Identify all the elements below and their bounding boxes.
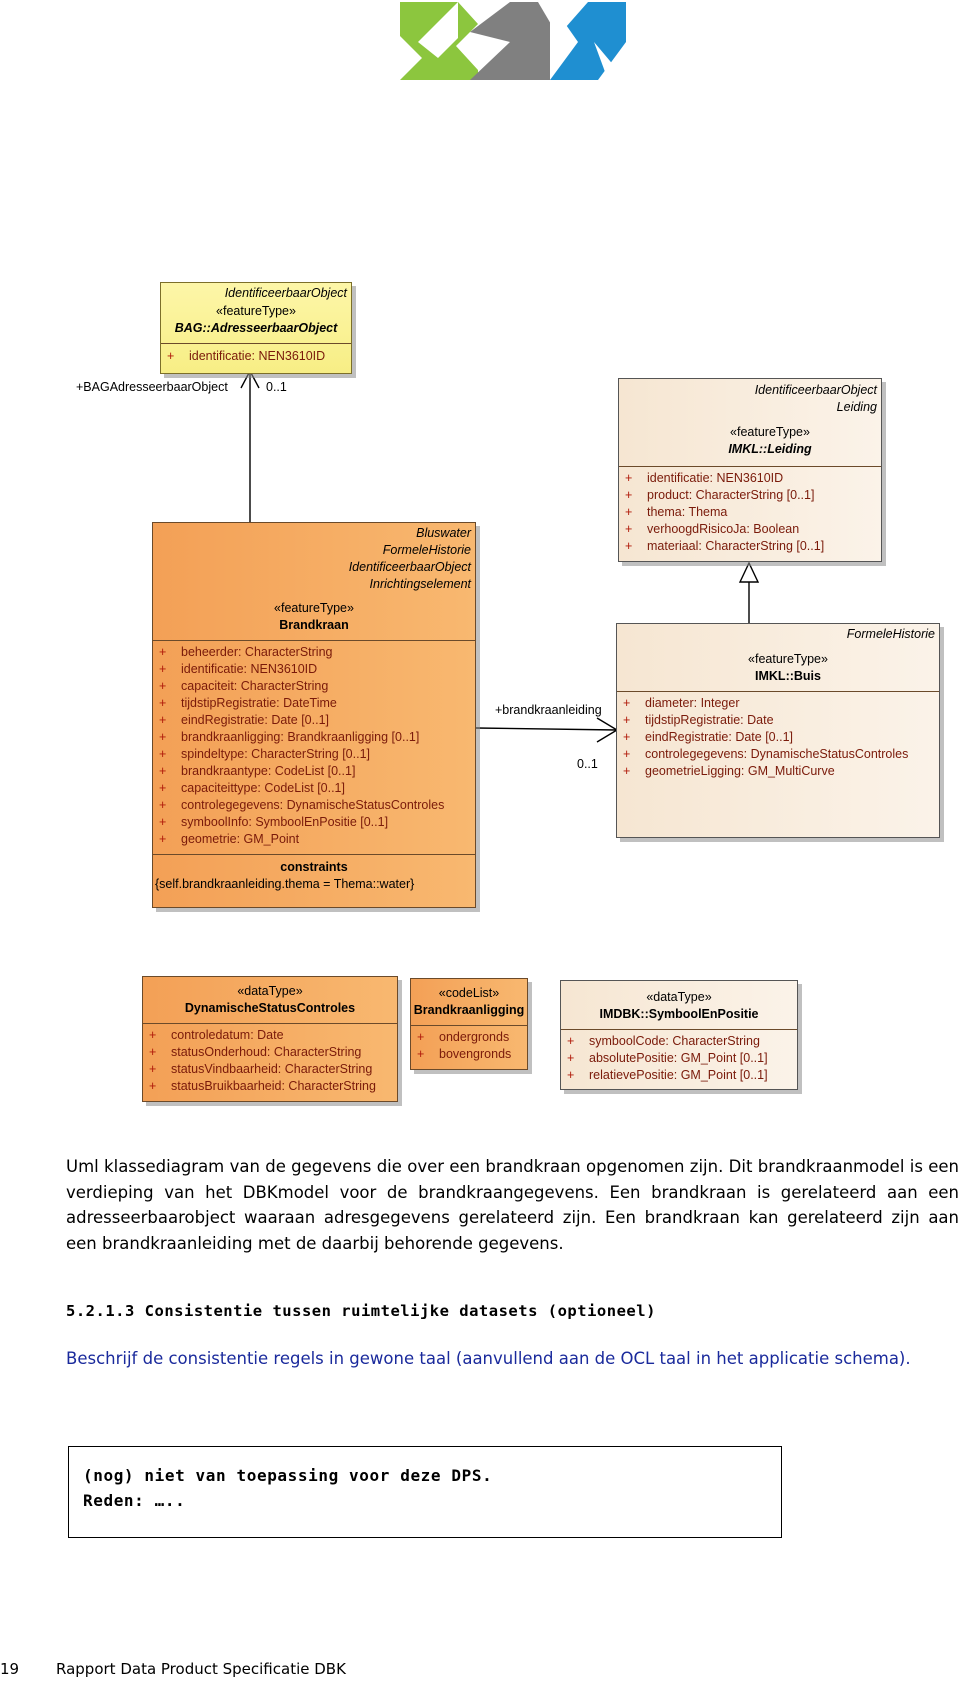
footer-page-number: 19: [0, 1660, 20, 1678]
attribute: +beheerder: CharacterString: [159, 645, 333, 659]
attribute: +absolutePositie: GM_Point [0..1]: [567, 1051, 768, 1065]
note-box: (nog) niet van toepassing voor deze DPS.…: [68, 1446, 782, 1538]
assoc-mult-adresseerbaar: 0..1: [266, 380, 287, 394]
constraints-title: constraints: [280, 860, 348, 874]
assoc-mult-brandkraanleiding: 0..1: [577, 757, 598, 771]
attribute: +tijdstipRegistratie: Date: [623, 713, 774, 727]
class-superclass: IdentificeerbaarObject: [348, 560, 471, 574]
class-superclass: IdentificeerbaarObject: [224, 286, 347, 300]
attribute: +spindeltype: CharacterString [0..1]: [159, 747, 370, 761]
attribute: +identificatie: NEN3610ID: [625, 471, 784, 485]
attribute: +controlegegevens: DynamischeStatusContr…: [623, 747, 909, 761]
class-brandkraan[interactable]: Bluswater FormeleHistorie Identificeerba…: [152, 522, 476, 908]
class-superclass: Bluswater: [416, 526, 471, 540]
attribute: +geometrie: GM_Point: [159, 832, 300, 846]
class-dynamischestatuscontroles[interactable]: «dataType» DynamischeStatusControles +co…: [142, 976, 398, 1102]
note-line-1: (nog) niet van toepassing voor deze DPS.: [83, 1466, 493, 1485]
class-superclass: Leiding: [836, 400, 877, 414]
class-leiding[interactable]: IdentificeerbaarObject Leiding «featureT…: [618, 378, 882, 562]
assoc-line-leiding: [475, 727, 618, 731]
class-name: Brandkraanligging: [413, 1003, 525, 1017]
attribute: +product: CharacterString [0..1]: [625, 488, 815, 502]
class-name: Brandkraan: [279, 618, 349, 632]
note-line-2: Reden: …..: [83, 1491, 186, 1510]
attribute: +verhoogdRisicoJa: Boolean: [625, 522, 800, 536]
assoc-role-brandkraanleiding: +brandkraanleiding: [495, 703, 602, 717]
class-name: BAG::AdresseerbaarObject: [174, 321, 338, 335]
attribute: +ondergronds: [417, 1030, 510, 1044]
class-brandkraanligging[interactable]: «codeList» Brandkraanligging +ondergrond…: [410, 978, 528, 1070]
class-stereotype: «featureType»: [216, 304, 296, 318]
attribute: +geometrieLigging: GM_MultiCurve: [623, 764, 835, 778]
constraint: {self.brandkraanleiding.thema = Thema::w…: [155, 877, 415, 891]
class-superclass: IdentificeerbaarObject: [754, 383, 877, 397]
footer-title: Rapport Data Product Specificatie DBK: [56, 1660, 346, 1678]
attribute: +relatievePositie: GM_Point [0..1]: [567, 1068, 768, 1082]
attribute: +eindRegistratie: Date [0..1]: [159, 713, 329, 727]
attribute: +diameter: Integer: [623, 696, 740, 710]
assoc-role-adresseerbaar: +BAGAdresseerbaarObject: [76, 380, 228, 394]
instruction-text: Beschrijf de consistentie regels in gewo…: [66, 1349, 911, 1368]
class-buis[interactable]: FormeleHistorie «featureType» IMKL::Buis…: [616, 623, 940, 838]
attribute: +identificatie: NEN3610ID: [167, 349, 326, 363]
attribute: +bovengronds: [417, 1047, 512, 1061]
attribute: +statusBruikbaarheid: CharacterString: [149, 1079, 376, 1093]
class-stereotype: «featureType»: [730, 425, 810, 439]
attribute: +symboolInfo: SymboolEnPositie [0..1]: [159, 815, 389, 829]
class-stereotype: «dataType»: [237, 984, 303, 998]
class-stereotype: «featureType»: [748, 652, 828, 666]
class-symboolenpositie[interactable]: «dataType» IMDBK::SymboolEnPositie +symb…: [560, 980, 798, 1090]
class-stereotype: «featureType»: [274, 601, 354, 615]
class-superclass: Inrichtingselement: [369, 577, 471, 591]
attribute: +brandkraantype: CodeList [0..1]: [159, 764, 356, 778]
attribute: +thema: Thema: [625, 505, 728, 519]
attribute: +statusVindbaarheid: CharacterString: [149, 1062, 373, 1076]
generalization-triangle: [738, 561, 760, 583]
attribute: +controlegegevens: DynamischeStatusContr…: [159, 798, 445, 812]
logo: [400, 2, 626, 80]
class-superclass: FormeleHistorie: [382, 543, 471, 557]
class-name: IMKL::Leiding: [728, 442, 812, 456]
attribute: +brandkraanligging: Brandkraanligging [0…: [159, 730, 420, 744]
attribute: +controledatum: Date: [149, 1028, 284, 1042]
attribute: +tijdstipRegistratie: DateTime: [159, 696, 337, 710]
attribute: +statusOnderhoud: CharacterString: [149, 1045, 362, 1059]
class-name: IMKL::Buis: [755, 669, 821, 683]
section-heading: 5.2.1.3 Consistentie tussen ruimtelijke …: [66, 1302, 656, 1320]
attribute: +materiaal: CharacterString [0..1]: [625, 539, 825, 553]
class-stereotype: «dataType»: [646, 990, 712, 1004]
class-superclass: FormeleHistorie: [846, 627, 935, 641]
attribute: +capaciteit: CharacterString: [159, 679, 329, 693]
attribute: +capaciteittype: CodeList [0..1]: [159, 781, 345, 795]
class-stereotype: «codeList»: [438, 986, 500, 1000]
class-adresseerbaarobject[interactable]: IdentificeerbaarObject «featureType» BAG…: [160, 282, 352, 374]
attribute: +eindRegistratie: Date [0..1]: [623, 730, 793, 744]
diagram-caption: Uml klassediagram van de gegevens die ov…: [66, 1157, 959, 1253]
attribute: +symboolCode: CharacterString: [567, 1034, 760, 1048]
class-name: DynamischeStatusControles: [184, 1001, 356, 1015]
class-name: IMDBK::SymboolEnPositie: [599, 1007, 759, 1021]
attribute: +identificatie: NEN3610ID: [159, 662, 318, 676]
connectors: [240, 369, 760, 743]
